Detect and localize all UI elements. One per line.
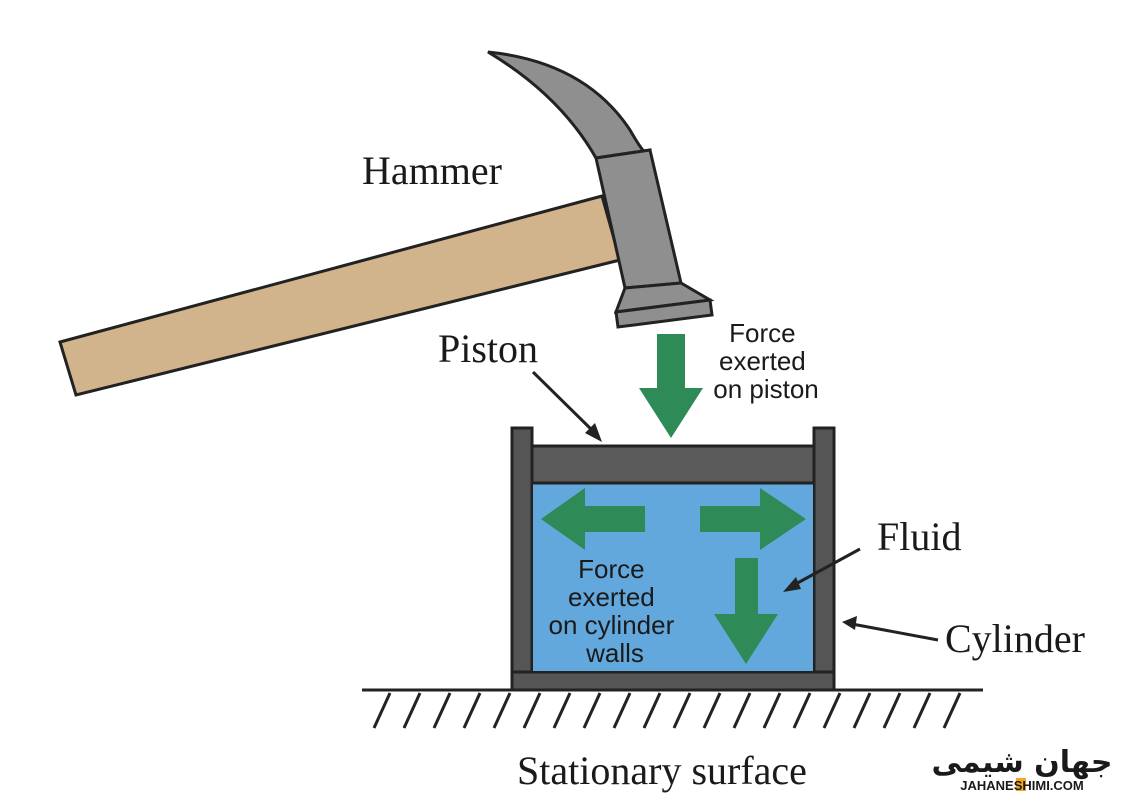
cylinder-pointer: [842, 616, 939, 642]
logo-en-text: JAHANESHIMI.COM: [960, 778, 1084, 793]
force-right-arrow: [700, 488, 806, 550]
piston: [530, 444, 816, 485]
hammer-striking-face: [614, 298, 714, 329]
site-logo: جهان شیمی JAHANESHIMI.COM: [932, 745, 1113, 793]
hatch-line: [522, 692, 542, 729]
label-piston: Piston: [438, 326, 538, 371]
force-piston-arrow: [639, 334, 703, 438]
label-stationary-surface: Stationary surface: [517, 748, 807, 793]
label-cylinder: Cylinder: [945, 616, 1085, 661]
logo-accent-bar: [1016, 778, 1026, 791]
hatch-line: [372, 692, 392, 729]
hammer-neck: [594, 148, 683, 290]
hatch-line: [612, 692, 632, 729]
hatch-line: [942, 692, 962, 729]
hatch-line: [732, 692, 752, 729]
cylinder-bottom: [510, 670, 836, 692]
label-hammer: Hammer: [362, 148, 502, 193]
label-force-piston: Force exerted on piston: [713, 318, 819, 404]
hatch-line: [492, 692, 512, 729]
hatch-line: [912, 692, 932, 729]
cylinder-right-wall: [812, 426, 836, 692]
piston-pointer: [531, 370, 602, 442]
ground-hatching: [372, 692, 962, 729]
hatch-line: [882, 692, 902, 729]
hatch-line: [822, 692, 842, 729]
hatch-line: [582, 692, 602, 729]
hatch-line: [702, 692, 722, 729]
force-left-arrow: [541, 488, 645, 550]
hatch-line: [762, 692, 782, 729]
hammer-claw: [487, 50, 652, 160]
logo-fa-text: جهان شیمی: [932, 745, 1113, 780]
label-fluid: Fluid: [877, 514, 961, 559]
force-down-arrow: [714, 558, 778, 664]
hatch-line: [672, 692, 692, 729]
hatch-line: [402, 692, 422, 729]
hatch-line: [462, 692, 482, 729]
hatch-line: [642, 692, 662, 729]
cylinder-left-wall: [510, 426, 534, 692]
hatch-line: [792, 692, 812, 729]
fluid-pointer: [783, 547, 861, 592]
hatch-line: [432, 692, 452, 729]
hatch-line: [852, 692, 872, 729]
label-force-walls: Force exerted on cylinder walls: [549, 554, 682, 668]
hatch-line: [552, 692, 572, 729]
